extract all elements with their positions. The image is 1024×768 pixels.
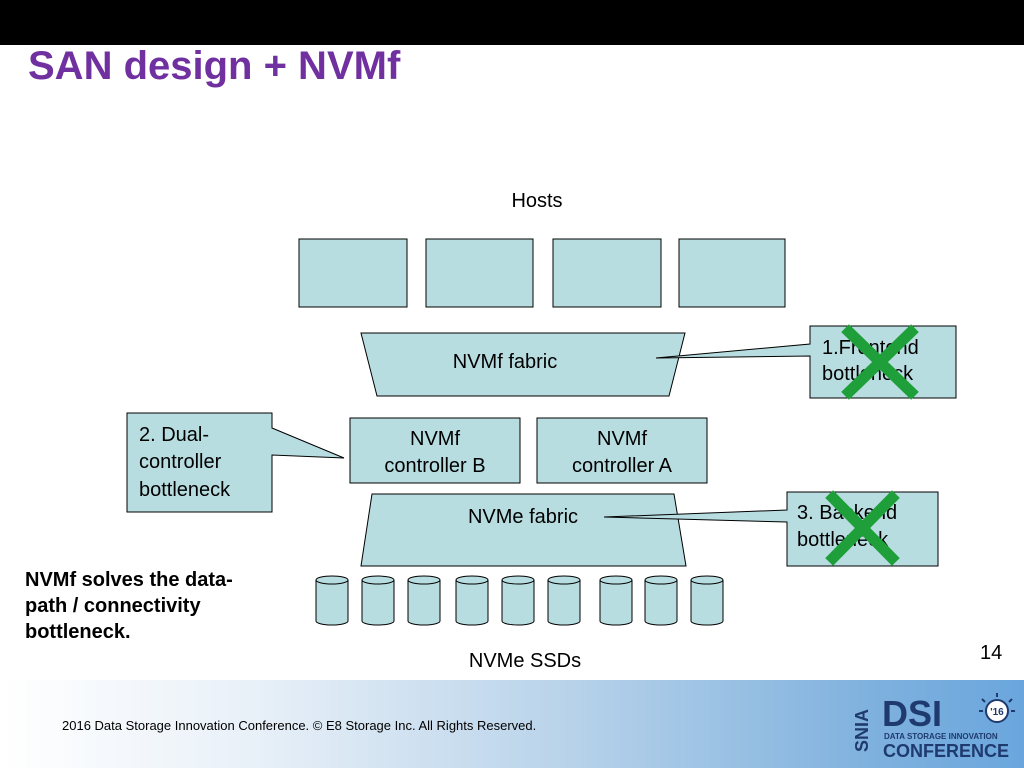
callout-2-shape <box>126 412 345 513</box>
logo-snia: SNIA <box>854 709 872 752</box>
nvmf-fabric-shape <box>360 332 686 397</box>
page-number: 14 <box>980 642 1003 664</box>
nvme-ssds-label: NVMe SSDs <box>469 650 581 672</box>
summary-text: NVMf solves the data-path / connectivity… <box>25 569 233 643</box>
ssd-cylinders <box>315 575 724 626</box>
controller-b-label-2: controller B <box>384 455 485 477</box>
footer-band: 2016 Data Storage Innovation Conference.… <box>0 680 1024 768</box>
callout-3-shape <box>603 491 939 567</box>
ssd-6 <box>547 575 581 626</box>
controller-a-label-1: NVMf <box>597 428 647 450</box>
copyright-text: 2016 Data Storage Innovation Conference.… <box>62 718 537 733</box>
top-bar <box>0 0 1024 45</box>
cross-mark-3 <box>825 490 900 566</box>
logo-dsi: DSI <box>882 693 942 734</box>
callout-2-line-1: 2. Dual- <box>139 424 209 446</box>
ssd-7 <box>599 575 633 626</box>
host-box-3 <box>552 238 662 308</box>
ssd-4 <box>455 575 489 626</box>
host-box-2 <box>425 238 534 308</box>
ssd-8 <box>644 575 678 626</box>
logo-year: '16 <box>990 707 1004 718</box>
nvme-fabric-label: NVMe fabric <box>468 506 578 528</box>
lightbulb-icon <box>979 693 1015 723</box>
logo-line-1: DATA STORAGE INNOVATION <box>884 732 998 741</box>
logo-line-2: CONFERENCE <box>883 741 1009 761</box>
ssd-5 <box>501 575 535 626</box>
ssd-2 <box>361 575 395 626</box>
controller-b-label-1: NVMf <box>410 428 460 450</box>
nvme-fabric-shape <box>360 493 687 567</box>
host-box-1 <box>298 238 408 308</box>
controller-a-box <box>536 417 708 484</box>
ssd-1 <box>315 575 349 626</box>
san-diagram: Hosts NVMf fabric NVMf controller B NVMf… <box>126 190 957 672</box>
callout-1-shape <box>655 325 957 399</box>
cross-mark-1 <box>841 324 919 400</box>
callout-2-line-3: bottleneck <box>139 479 231 501</box>
ssd-9 <box>690 575 724 626</box>
nvmf-fabric-label: NVMf fabric <box>453 351 557 373</box>
controller-b-box <box>349 417 521 484</box>
host-box-4 <box>678 238 786 308</box>
callout-2-line-2: controller <box>139 451 222 473</box>
slide-title: SAN design + NVMf <box>28 44 401 88</box>
hosts-label: Hosts <box>511 190 562 212</box>
controller-a-label-2: controller A <box>572 455 673 477</box>
ssd-3 <box>407 575 441 626</box>
dsi-conference-logo: SNIA DSI '16 DATA STORAGE INNOVATION CON… <box>854 693 1015 761</box>
